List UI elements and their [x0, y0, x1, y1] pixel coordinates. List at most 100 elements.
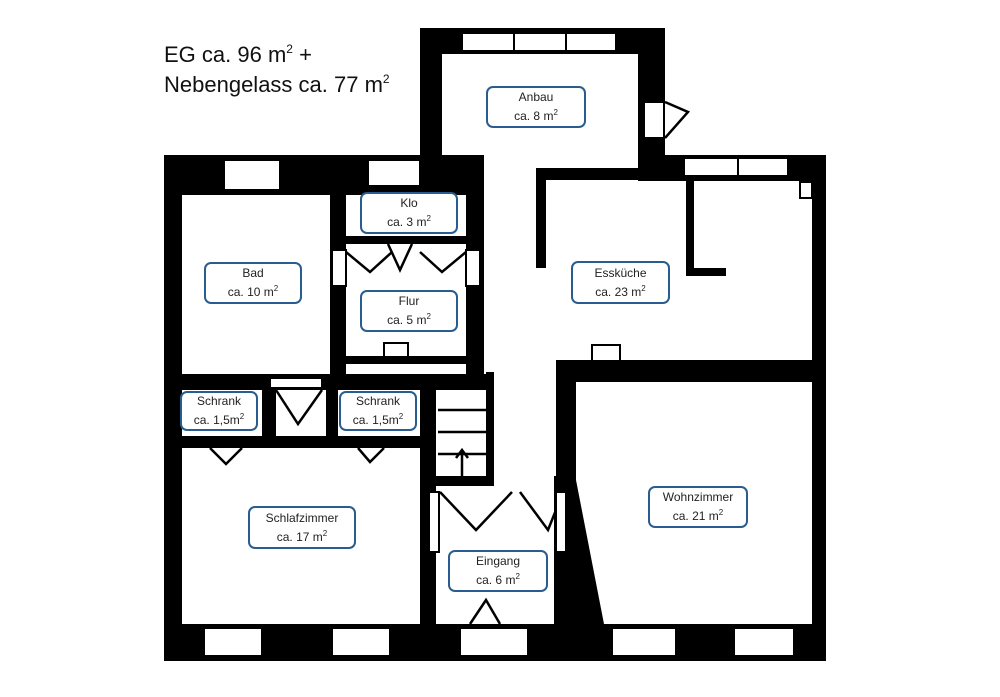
room-label-schrank-1: Schrank ca. 1,5m2 — [180, 391, 258, 431]
room-area-value: ca. 6 m — [476, 573, 516, 587]
room-area-sup: 2 — [426, 214, 431, 223]
room-area-value: ca. 3 m — [387, 215, 427, 229]
wall-anbau-left — [420, 28, 442, 195]
summary-neben-sup: 2 — [382, 72, 390, 86]
summary-neben-text: Nebengelass ca. 77 m — [164, 72, 383, 97]
room-label-bad: Bad ca. 10 m2 — [204, 262, 302, 304]
room-label-wohnzimmer: Wohnzimmer ca. 21 m2 — [648, 486, 748, 528]
room-label-klo: Klo ca. 3 m2 — [360, 192, 458, 234]
wall-wohn-slant — [556, 480, 604, 624]
window — [459, 627, 529, 657]
room-area: ca. 17 m2 — [277, 526, 327, 545]
wall-kueche-top-left — [536, 168, 646, 180]
room-area-sup: 2 — [273, 284, 279, 293]
window — [383, 342, 409, 358]
room-area: ca. 1,5m2 — [194, 409, 244, 428]
wall-kueche-left — [536, 168, 546, 268]
door-swing — [345, 251, 393, 274]
room-label-anbau: Anbau ca. 8 m2 — [486, 86, 586, 128]
room-area-sup: 2 — [641, 283, 646, 293]
room-name: Eingang — [475, 554, 521, 568]
windows — [203, 32, 813, 657]
door-swing — [518, 491, 558, 533]
room-area-value: ca. 10 m — [227, 285, 274, 299]
window — [799, 181, 813, 199]
room-area: ca. 21 m2 — [673, 505, 723, 524]
room-label-eingang: Eingang ca. 6 m2 — [448, 550, 548, 592]
wall-schrank-divider — [262, 384, 276, 448]
window — [367, 159, 421, 187]
window — [737, 157, 789, 177]
doors — [209, 100, 691, 625]
window — [643, 101, 665, 139]
room-label-flur: Flur ca. 5 m2 — [360, 290, 458, 332]
window — [465, 249, 481, 287]
room-area: ca. 5 m2 — [387, 309, 431, 328]
wall-right-outer — [812, 155, 826, 661]
wall-left-outer — [164, 155, 182, 661]
door-swing — [439, 491, 513, 532]
room-name: Schlafzimmer — [265, 510, 339, 525]
window — [428, 491, 440, 553]
wall-kueche-inner — [686, 168, 694, 276]
room-area-value: ca. 5 m — [387, 313, 427, 327]
wall-schrank-bottom-left — [164, 436, 426, 448]
room-area: ca. 3 m2 — [387, 211, 431, 230]
window — [203, 627, 263, 657]
room-name: Klo — [400, 196, 418, 210]
wall-stair-bottom — [426, 476, 494, 486]
wall-wohn-left — [556, 360, 576, 485]
stair-arrow-head — [455, 447, 469, 459]
door-swing — [357, 447, 385, 464]
room-label-esskueche: Essküche ca. 23 m2 — [571, 261, 670, 304]
room-area-sup: 2 — [515, 572, 520, 581]
door-swing — [664, 100, 691, 139]
room-area-value: ca. 21 m — [672, 509, 719, 523]
room-area-value: ca. 1,5m — [193, 413, 240, 427]
window — [733, 627, 795, 657]
wall-flur-bottom — [346, 356, 484, 364]
window — [513, 32, 567, 52]
room-area: ca. 10 m2 — [228, 281, 278, 300]
room-area-sup: 2 — [426, 312, 431, 321]
room-area-sup: 2 — [239, 412, 245, 421]
room-name: Bad — [242, 266, 264, 280]
window — [331, 627, 391, 657]
room-area: ca. 1,5m2 — [353, 409, 403, 428]
window — [223, 159, 281, 191]
area-summary-nebengelass: Nebengelass ca. 77 m2 — [164, 72, 390, 98]
room-name: Wohnzimmer — [662, 490, 734, 504]
room-label-schrank-2: Schrank ca. 1,5m2 — [339, 391, 417, 431]
room-area-sup: 2 — [322, 528, 328, 538]
room-area: ca. 23 m2 — [595, 281, 645, 300]
room-area-sup: 2 — [553, 108, 558, 117]
summary-eg-sup: 2 — [286, 42, 293, 56]
room-area-value: ca. 17 m — [276, 529, 323, 544]
wall-bad-bottom — [164, 374, 494, 390]
wall-schrank2-left — [326, 384, 338, 448]
window — [565, 32, 617, 52]
window — [461, 32, 515, 52]
door-swing — [274, 389, 324, 427]
room-name: Anbau — [518, 90, 554, 104]
window — [331, 249, 347, 287]
summary-eg-suffix: + — [292, 42, 312, 67]
door-swing — [386, 243, 414, 273]
window — [555, 491, 567, 553]
room-area-value: ca. 8 m — [514, 109, 554, 123]
door-swing — [209, 447, 243, 466]
wall-wohn-top — [556, 360, 826, 382]
room-label-schlafzimmer: Schlafzimmer ca. 17 m2 — [248, 506, 356, 549]
room-area-sup: 2 — [718, 508, 724, 517]
window — [611, 627, 677, 657]
window — [269, 377, 323, 389]
wall-stair-right — [486, 372, 494, 482]
room-area-value: ca. 23 m — [595, 284, 642, 299]
room-area: ca. 6 m2 — [476, 569, 520, 588]
wall-kueche-inner-foot — [686, 268, 726, 276]
room-name: Flur — [398, 294, 420, 308]
room-area-sup: 2 — [398, 412, 404, 421]
room-name: Schrank — [196, 394, 242, 408]
